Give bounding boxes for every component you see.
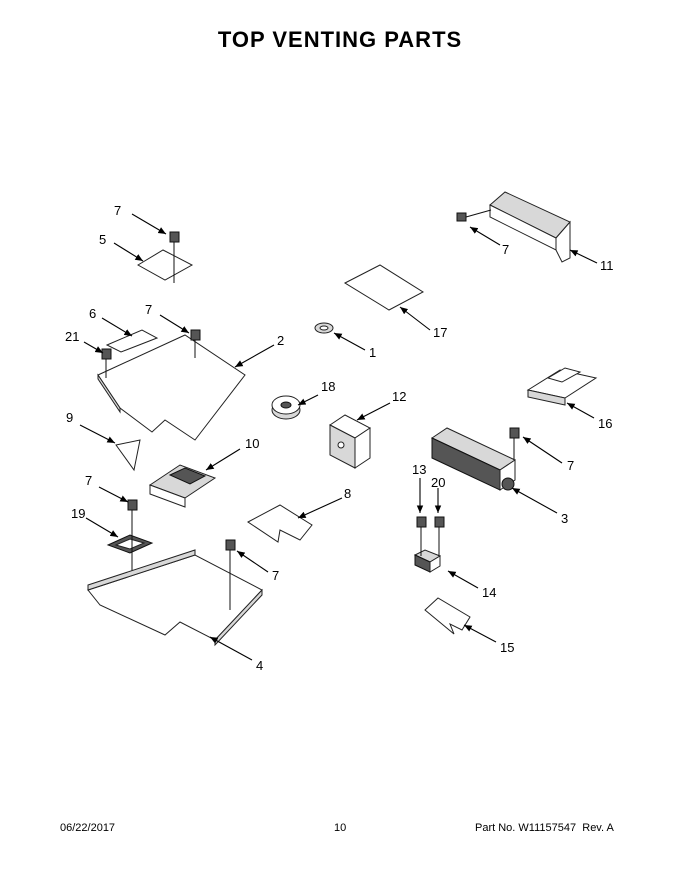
callout-1: 1 [369, 345, 376, 360]
leader-lines [79, 213, 598, 661]
callout-4: 4 [256, 658, 263, 673]
callout-17: 17 [433, 325, 447, 340]
callout-8: 8 [344, 486, 351, 501]
callout-7: 7 [114, 203, 121, 218]
part-1-ring [314, 322, 334, 334]
part-18-fan [271, 395, 301, 420]
part-17-sheet [343, 264, 424, 311]
footer-part-number: Part No. W11157547 Rev. A [475, 822, 614, 834]
callout-7: 7 [272, 568, 279, 583]
callout-20: 20 [431, 475, 445, 490]
screw-7-top-right [456, 209, 492, 222]
callout-19: 19 [71, 506, 85, 521]
callout-15: 15 [500, 640, 514, 655]
footer-page-number: 10 [334, 822, 347, 834]
part-10-assembly [148, 464, 217, 508]
part-6-strip [105, 329, 159, 353]
part-5-plate [137, 249, 194, 281]
callout-6: 6 [89, 306, 96, 321]
callout-7: 7 [502, 242, 509, 257]
screw-7-part-4 [225, 539, 236, 610]
screw-21 [101, 348, 112, 378]
part-14-switch [413, 549, 442, 573]
callout-2: 2 [277, 333, 284, 348]
part-19-gasket [106, 534, 154, 554]
revision-label: Rev. [582, 822, 605, 834]
part-16-tray [526, 367, 598, 406]
callout-7: 7 [145, 302, 152, 317]
callout-12: 12 [392, 389, 406, 404]
callout-11: 11 [600, 258, 614, 273]
screw-13 [416, 516, 427, 556]
part-number-label: Part No. [475, 822, 516, 834]
part-8-sheet [247, 504, 313, 543]
footer-date: 06/22/2017 [60, 822, 116, 834]
part-3-motor-assembly [430, 427, 517, 491]
callout-10: 10 [245, 436, 259, 451]
part-15-cover [424, 597, 471, 635]
part-12-box [329, 414, 371, 469]
callout-21: 21 [65, 329, 79, 344]
screw-20 [434, 516, 445, 556]
part-number-value: W11157547 [518, 822, 577, 834]
screw-7-part-3 [509, 427, 520, 460]
callout-7: 7 [567, 458, 574, 473]
callout-13: 13 [412, 462, 426, 477]
callout-5: 5 [99, 232, 106, 247]
screw-7-part-2 [190, 329, 201, 358]
callout-18: 18 [321, 379, 335, 394]
revision-value: A [606, 822, 614, 834]
callout-3: 3 [561, 511, 568, 526]
page-title: TOP VENTING PARTS [217, 27, 463, 52]
part-11-bracket [489, 191, 571, 263]
callout-7: 7 [85, 473, 92, 488]
callout-labels: 7 5 7 11 17 1 6 7 21 2 18 12 16 9 10 7 7… [65, 203, 614, 673]
callout-14: 14 [482, 585, 496, 600]
screw-7-part-5 [169, 231, 180, 283]
part-4-panel [87, 549, 263, 647]
part-9-plate [115, 439, 141, 472]
callout-9: 9 [66, 410, 73, 425]
callout-16: 16 [598, 416, 612, 431]
